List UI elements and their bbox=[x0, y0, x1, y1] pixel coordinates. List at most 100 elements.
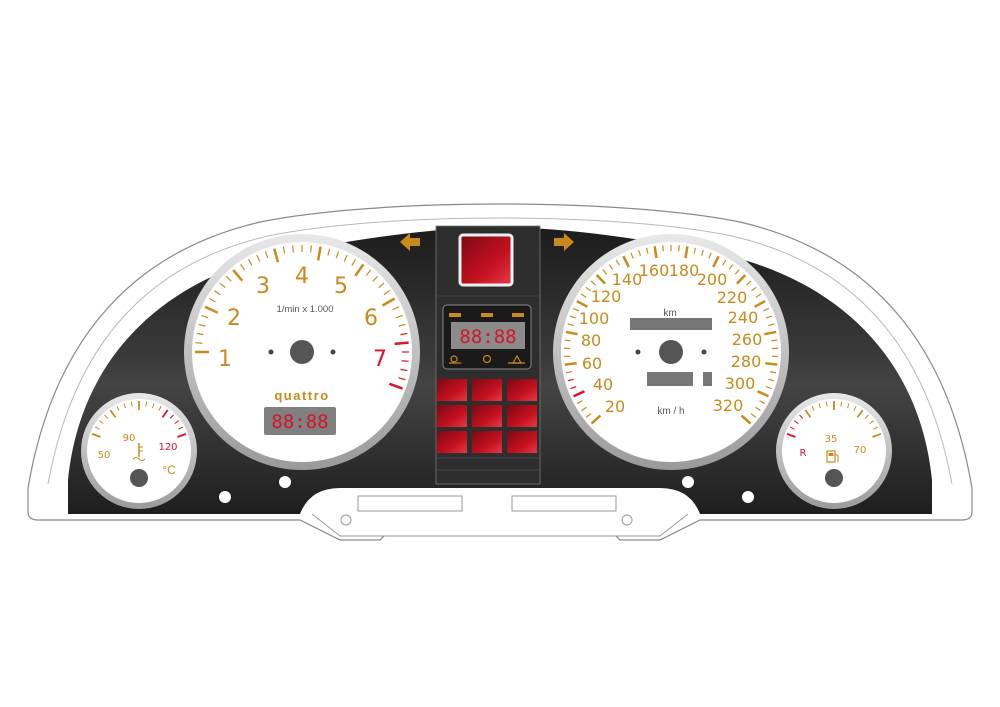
speed-dot-right bbox=[701, 349, 707, 355]
cluster-housing-inner bbox=[47, 217, 953, 485]
major-tick bbox=[684, 246, 689, 259]
center-indicator-row bbox=[449, 313, 524, 317]
warning-lamp bbox=[437, 405, 467, 427]
bracket-screw-right bbox=[621, 514, 633, 526]
tach-label-5: 5 bbox=[334, 274, 348, 299]
minor-tick bbox=[104, 414, 109, 419]
major-tick bbox=[786, 433, 796, 438]
minor-tick bbox=[198, 323, 206, 327]
minor-tick bbox=[282, 246, 286, 254]
speed-label-200: 200 bbox=[697, 270, 728, 289]
panel-hole bbox=[742, 491, 754, 503]
major-tick bbox=[564, 362, 577, 366]
minor-tick bbox=[585, 413, 592, 418]
minor-tick bbox=[400, 332, 408, 336]
minor-tick bbox=[567, 323, 574, 327]
tach-label-3: 3 bbox=[256, 274, 270, 299]
temp-hub bbox=[130, 469, 148, 487]
warning-lamp bbox=[472, 431, 502, 453]
minor-tick bbox=[825, 401, 828, 407]
minor-tick bbox=[343, 254, 348, 262]
tach-dot-right bbox=[330, 349, 336, 355]
fuel-pump-icon bbox=[826, 450, 839, 463]
major-tick bbox=[204, 305, 219, 314]
speed-dot-left bbox=[635, 349, 641, 355]
warning-lamp bbox=[437, 379, 467, 401]
minor-tick bbox=[152, 403, 155, 409]
speedometer: 20 40 60 80 100 120 140 160 180 200 220 … bbox=[553, 234, 789, 470]
tachometer-ticks bbox=[195, 245, 409, 390]
minor-tick bbox=[256, 254, 261, 262]
left-turn-arrow-icon bbox=[400, 233, 420, 251]
minor-tick bbox=[755, 406, 761, 412]
major-tick bbox=[765, 362, 778, 366]
trip-display-digit bbox=[703, 372, 712, 386]
minor-tick bbox=[630, 252, 634, 259]
minor-tick bbox=[853, 405, 857, 411]
major-tick bbox=[653, 246, 658, 259]
speed-label-40: 40 bbox=[593, 375, 613, 394]
major-tick bbox=[161, 409, 169, 418]
temperature-gauge: 50 90 120 °C bbox=[81, 393, 197, 509]
minor-tick bbox=[755, 293, 762, 298]
temp-ticks bbox=[91, 401, 187, 438]
major-tick bbox=[565, 330, 578, 336]
minor-tick bbox=[645, 247, 649, 254]
panel-hole bbox=[682, 476, 694, 488]
center-lcd-text: 88:88 bbox=[459, 326, 516, 348]
bracket-screw-left bbox=[340, 514, 352, 526]
major-tick bbox=[273, 248, 280, 263]
minor-tick bbox=[693, 247, 697, 254]
minor-tick bbox=[392, 306, 400, 311]
minor-tick bbox=[196, 332, 204, 336]
major-tick bbox=[740, 414, 752, 425]
tach-dot-left bbox=[268, 349, 274, 355]
fuel-gauge: R 35 70 bbox=[776, 393, 892, 509]
minor-tick bbox=[401, 360, 409, 362]
oil-can-icon bbox=[449, 355, 461, 364]
minor-tick bbox=[351, 259, 357, 266]
speed-label-80: 80 bbox=[581, 331, 601, 350]
odometer-unit-label: km bbox=[663, 308, 676, 319]
minor-tick bbox=[219, 282, 226, 289]
minor-tick bbox=[638, 249, 642, 256]
minor-tick bbox=[799, 414, 804, 419]
minor-tick bbox=[864, 414, 869, 419]
minor-tick bbox=[580, 293, 587, 298]
speed-unit-label: km / h bbox=[657, 406, 684, 417]
minor-tick bbox=[847, 403, 850, 409]
speed-label-220: 220 bbox=[717, 288, 748, 307]
minor-tick bbox=[240, 264, 246, 271]
minor-tick bbox=[608, 264, 614, 270]
major-tick bbox=[856, 409, 864, 418]
tach-lcd-text: 88:88 bbox=[271, 411, 328, 433]
warning-lamp bbox=[507, 405, 537, 427]
minor-tick bbox=[400, 368, 408, 372]
temp-label-50: 50 bbox=[98, 450, 111, 461]
center-status-icons bbox=[449, 354, 525, 364]
major-tick bbox=[872, 433, 882, 438]
speed-label-140: 140 bbox=[612, 270, 643, 289]
speed-label-120: 120 bbox=[591, 287, 622, 306]
bracket-slot-left bbox=[357, 495, 463, 512]
major-tick bbox=[394, 341, 409, 346]
speed-label-180: 180 bbox=[669, 261, 700, 280]
major-tick bbox=[316, 246, 322, 261]
minor-tick bbox=[722, 259, 727, 266]
major-tick bbox=[753, 300, 766, 308]
minor-tick bbox=[768, 323, 775, 327]
fuel-label-35: 35 bbox=[825, 434, 838, 445]
minor-tick bbox=[576, 400, 583, 405]
panel-hole bbox=[279, 476, 291, 488]
minor-tick bbox=[818, 403, 821, 409]
minor-tick bbox=[746, 280, 752, 286]
major-tick bbox=[595, 274, 606, 285]
odometer-display bbox=[630, 318, 712, 330]
minor-tick bbox=[225, 275, 232, 282]
master-warning-lamp bbox=[458, 233, 514, 287]
speed-label-240: 240 bbox=[728, 308, 759, 327]
minor-tick bbox=[123, 403, 126, 409]
warning-lamp bbox=[507, 379, 537, 401]
minor-tick bbox=[145, 401, 148, 407]
